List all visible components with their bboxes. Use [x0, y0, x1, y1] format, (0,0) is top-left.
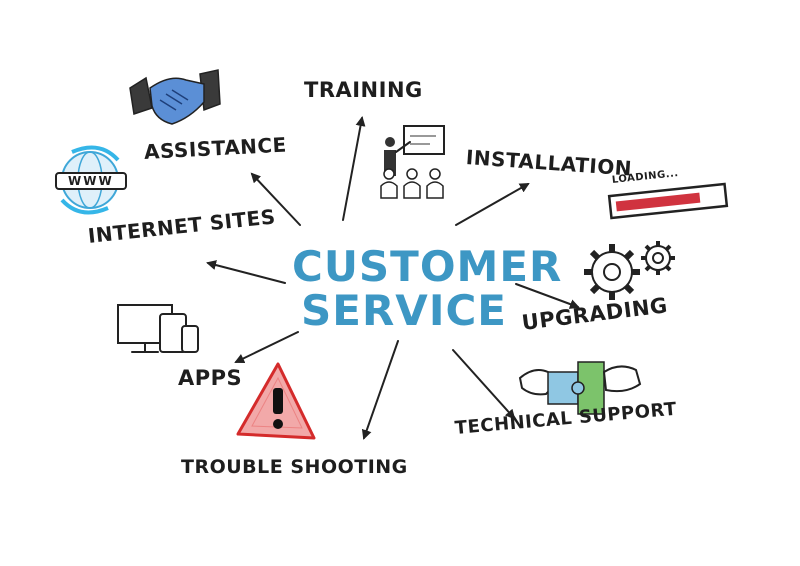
devices-icon [117, 304, 199, 353]
puzzle-hands-icon [518, 361, 642, 415]
handshake-icon [129, 69, 221, 125]
label-apps: APPS [178, 366, 243, 390]
arrow-installation [455, 183, 530, 226]
label-trouble-shooting: TROUBLE SHOOTING [181, 456, 408, 478]
arrow-upgrading [515, 283, 580, 309]
arrows [206, 116, 580, 440]
arrow-assistance [250, 172, 301, 226]
center-title-line2: SERVICE [301, 286, 507, 335]
arrow-technical-support [452, 349, 516, 420]
arrow-training [342, 116, 366, 221]
warning-icon [236, 362, 316, 440]
label-training: TRAINING [304, 78, 423, 102]
presentation-icon [380, 125, 445, 199]
arrow-internet-sites [206, 260, 286, 284]
gears-icon [584, 241, 675, 300]
loading-bar-icon [607, 182, 729, 220]
globe-icon [55, 145, 127, 215]
www-text: WWW [68, 174, 114, 188]
arrow-trouble-shooting [361, 340, 399, 440]
center-title: CUSTOMER SERVICE [292, 242, 563, 335]
center-title-line1: CUSTOMER [292, 242, 563, 291]
arrow-apps [234, 331, 299, 364]
